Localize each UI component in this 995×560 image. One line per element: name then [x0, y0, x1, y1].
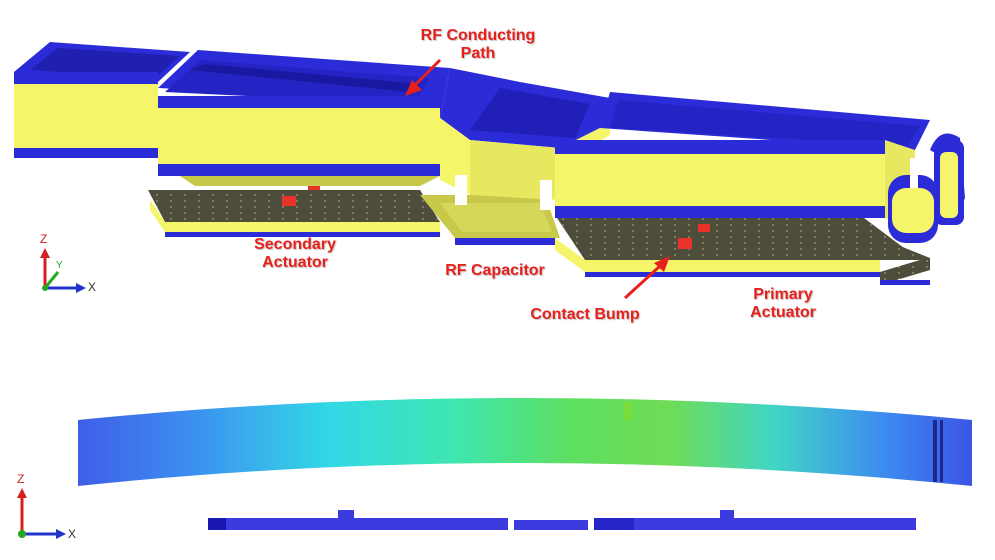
beam-left	[14, 42, 190, 158]
axis-triad-bottom	[17, 488, 66, 539]
beam-left-stripe-top	[14, 72, 158, 84]
axis-label-y-top: Y	[56, 260, 63, 271]
axis-label-z-bottom: Z	[17, 472, 25, 486]
rf-path-strip	[190, 64, 420, 92]
label-rf-conducting-path: RF Conducting Path	[398, 27, 558, 63]
beam-left-top-inner	[30, 48, 180, 78]
label-rf-capacitor: RF Capacitor	[445, 262, 545, 279]
electrode-left	[208, 518, 508, 530]
beam-mid-left-stripe-top	[158, 96, 440, 108]
primary-electrode-right	[860, 230, 930, 285]
beam-right-top-shade	[610, 100, 920, 146]
primary-electrode	[555, 215, 920, 260]
electrode-center	[514, 520, 588, 530]
axis-label-x-bottom: X	[68, 527, 77, 541]
beam-end-slot	[933, 420, 937, 482]
capacitor-pad-top	[440, 203, 552, 232]
beam-left-stripe-bottom	[14, 148, 158, 158]
arrow-contact-bump-head	[654, 256, 670, 272]
electrode-right-bump	[720, 510, 734, 518]
arrow-contact-bump	[623, 264, 662, 300]
beam-mid-left-under	[180, 176, 440, 186]
secondary-electrode-edge	[150, 200, 440, 232]
center-top-shade	[470, 88, 590, 138]
x-axis-arrow	[76, 283, 86, 293]
deformation-view	[17, 398, 972, 539]
label-primary-line1: Primary	[753, 286, 813, 303]
bottom-electrodes	[148, 182, 930, 285]
contact-bump	[678, 238, 692, 249]
beam-mid-left-face	[158, 108, 440, 164]
label-secondary-line2: Actuator	[262, 254, 328, 271]
y-axis-line	[43, 271, 60, 289]
beam-right-stripe-bottom	[555, 206, 885, 218]
electrode-left-end	[208, 518, 226, 530]
beam-marker	[624, 402, 632, 420]
deformed-beam	[78, 398, 972, 486]
center-face-right	[470, 140, 560, 200]
contact-bump	[282, 196, 296, 206]
label-secondary-actuator: Secondary Actuator	[230, 236, 360, 272]
label-contact-bump: Contact Bump	[530, 306, 640, 323]
spring-anchor	[888, 133, 965, 243]
electrode-left-bump	[338, 510, 354, 518]
electrode-strip	[208, 510, 916, 530]
axis-label-z-top: Z	[40, 232, 48, 246]
axis-label-x-top: X	[88, 280, 97, 294]
electrode-right-start	[594, 518, 634, 530]
axis-triad-top	[40, 248, 86, 293]
beam-left-face	[14, 84, 158, 148]
axis-origin	[42, 285, 48, 291]
label-rf-path-line1: RF Conducting	[420, 27, 536, 44]
z-axis-arrow	[17, 488, 27, 498]
center-gap	[455, 175, 467, 205]
arrow-rf-path-head	[405, 80, 422, 96]
label-primary-actuator: Primary Actuator	[728, 286, 838, 322]
x-axis-arrow	[56, 529, 66, 539]
spring-post-inner	[940, 152, 958, 218]
capacitor-pad-edge	[455, 238, 555, 245]
z-axis-arrow	[40, 248, 50, 258]
label-primary-line2: Actuator	[750, 304, 816, 321]
switch-3d-model	[14, 42, 965, 300]
spring-face	[892, 188, 934, 233]
electrode-right	[594, 518, 916, 530]
primary-electrode-edge	[555, 238, 880, 272]
label-secondary-line1: Secondary	[254, 236, 336, 253]
spring-slot	[910, 158, 918, 188]
beam-center	[440, 68, 610, 210]
annotation-arrows	[405, 58, 670, 300]
beam-mid-left	[158, 50, 450, 186]
arrow-rf-path	[412, 58, 442, 88]
beam-right-face	[555, 154, 885, 206]
primary-electrode-base-right	[880, 280, 930, 285]
beam-right-stripe-top	[555, 140, 885, 154]
beam-right	[555, 92, 930, 232]
axis-origin	[18, 530, 26, 538]
primary-electrode-base	[585, 272, 880, 277]
label-rf-path-line2: Path	[460, 45, 496, 62]
beam-end-slot	[940, 420, 943, 482]
secondary-electrode-base	[165, 232, 440, 237]
contact-bump	[698, 224, 710, 232]
center-gap	[540, 180, 552, 210]
beam-mid-left-stripe-bottom	[158, 164, 440, 176]
